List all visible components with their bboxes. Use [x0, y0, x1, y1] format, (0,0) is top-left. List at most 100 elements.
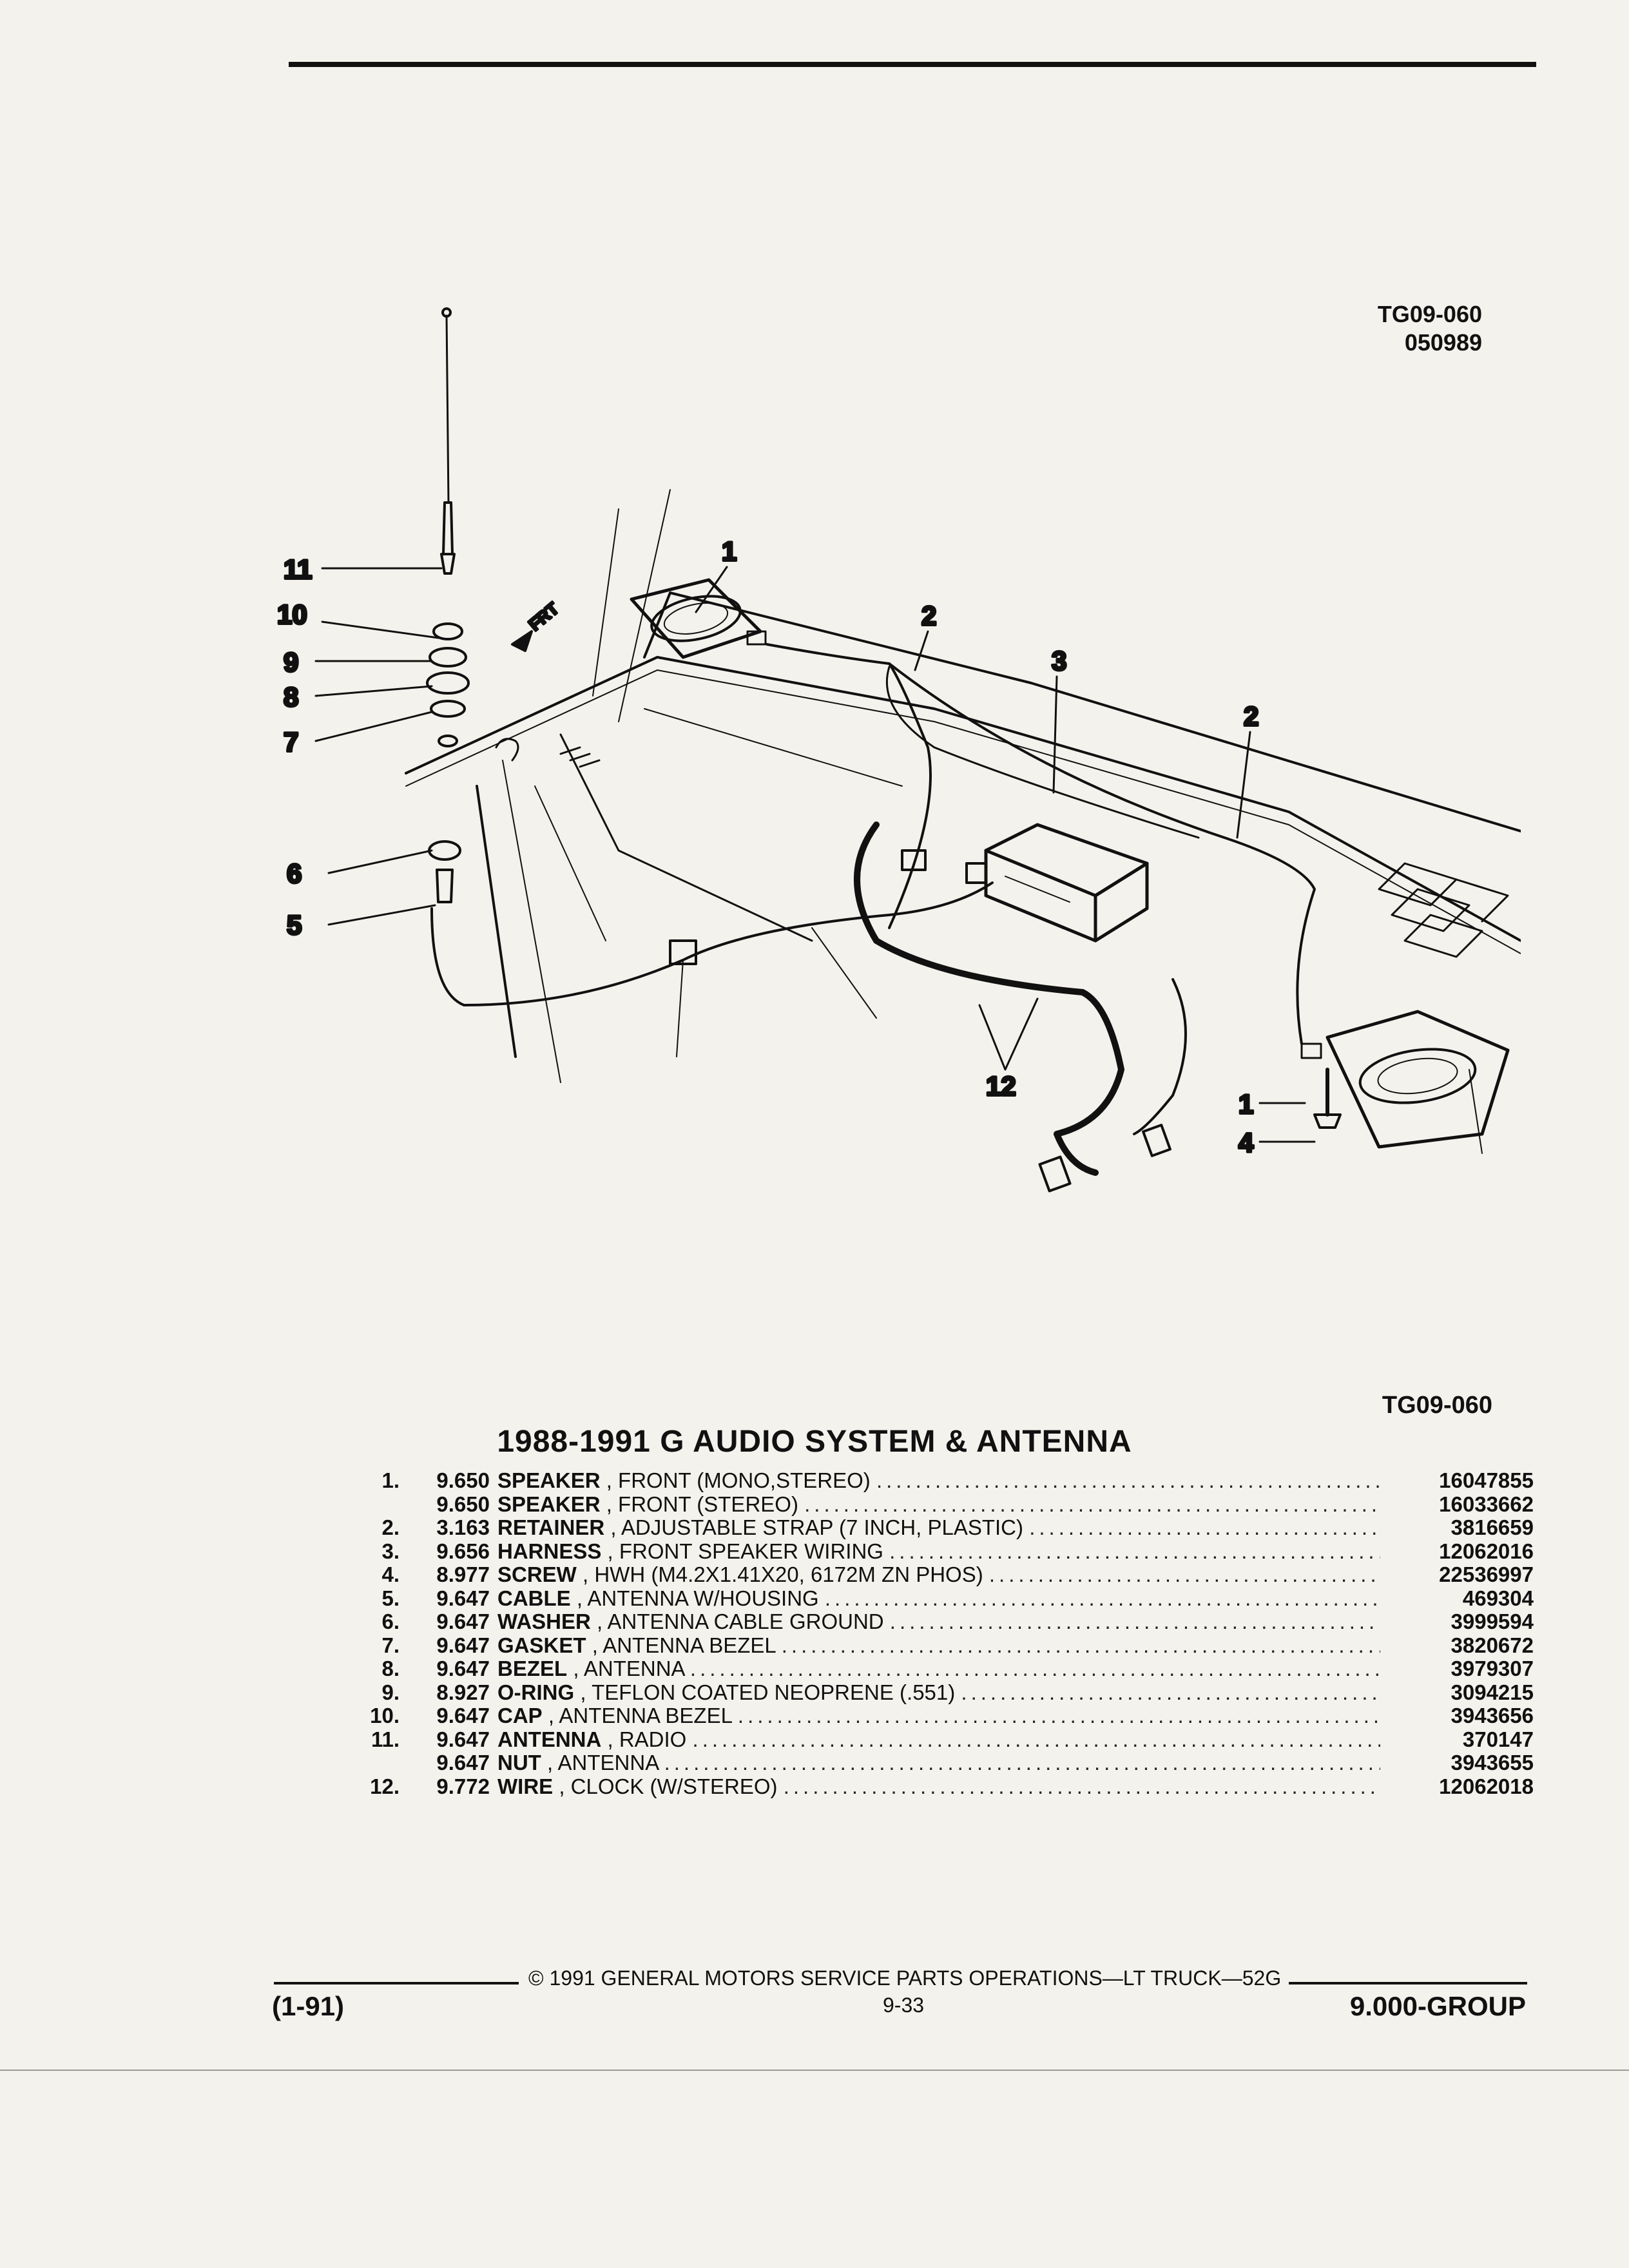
item-number: 12. — [370, 1774, 400, 1798]
callout-12: 12 — [986, 1071, 1016, 1101]
item-number: 3. — [381, 1539, 400, 1563]
date-code: (1-91) — [272, 1991, 345, 2021]
part-description: BEZEL , ANTENNA ........................… — [497, 1657, 1380, 1681]
part-description: RETAINER , ADJUSTABLE STRAP (7 INCH, PLA… — [497, 1516, 1380, 1540]
item-number: 9. — [381, 1680, 400, 1704]
instrument-panel — [405, 489, 1521, 1154]
group-number: 9.650 — [436, 1492, 490, 1516]
group-number: 9.647 — [436, 1657, 490, 1680]
figure-date: 050989 — [1404, 329, 1482, 356]
callout-2: 2 — [921, 601, 936, 631]
speaker-screw — [1313, 1068, 1342, 1129]
leader-dots: ........................................… — [692, 1727, 1380, 1751]
part-detail: , ADJUSTABLE STRAP (7 INCH, PLASTIC) — [610, 1516, 1024, 1539]
group-number: 9.647 — [436, 1586, 490, 1610]
part-number: 469304 — [1462, 1586, 1534, 1610]
part-detail: , ANTENNA CABLE GROUND — [597, 1610, 884, 1633]
part-name: RETAINER — [497, 1516, 605, 1539]
item-number: 4. — [381, 1562, 400, 1586]
group-number: 9.647 — [436, 1610, 490, 1633]
item-number: 11. — [371, 1727, 400, 1751]
part-detail: , FRONT (MONO,STEREO) — [606, 1469, 871, 1492]
part-detail: , ANTENNA — [573, 1657, 684, 1680]
leader-dots: ........................................… — [804, 1492, 1380, 1516]
part-number: 22536997 — [1439, 1562, 1534, 1586]
part-number: 3943655 — [1451, 1751, 1534, 1774]
item-number: 6. — [381, 1610, 400, 1633]
part-detail: , CLOCK (W/STEREO) — [559, 1774, 778, 1798]
part-detail: , RADIO — [607, 1727, 687, 1751]
part-description: SPEAKER , FRONT (STEREO) ...............… — [497, 1493, 1380, 1517]
part-description: HARNESS , FRONT SPEAKER WIRING .........… — [497, 1540, 1380, 1564]
part-name: SCREW — [497, 1563, 577, 1586]
leader-dots: ........................................… — [781, 1633, 1380, 1657]
group-number: 9.650 — [436, 1468, 490, 1492]
leader-dots: ........................................… — [1029, 1516, 1380, 1539]
group-number: 9.656 — [436, 1539, 490, 1563]
part-number: 3999594 — [1451, 1610, 1534, 1633]
antenna-assembly — [426, 307, 470, 903]
part-description: WIRE , CLOCK (W/STEREO) ................… — [497, 1775, 1380, 1799]
leader-dots: ........................................… — [876, 1469, 1380, 1492]
parts-row: 4. 8.977 SCREW , HWH (M4.2X1.41X20, 6172M … — [335, 1562, 1534, 1587]
callout-5: 5 — [287, 910, 302, 940]
page-number: 9-33 — [883, 1994, 925, 2017]
part-name: O-RING — [497, 1680, 575, 1704]
item-number: 7. — [381, 1633, 400, 1657]
part-name: SPEAKER — [497, 1469, 601, 1492]
leader-dots: ........................................… — [664, 1751, 1380, 1774]
part-detail: , FRONT SPEAKER WIRING — [607, 1539, 883, 1563]
part-name: WIRE — [497, 1774, 554, 1798]
group-number: 9.647 — [436, 1633, 490, 1657]
leader-lines — [314, 566, 1316, 1143]
group-number: 9.647 — [436, 1751, 490, 1774]
leader-dots: ........................................… — [961, 1680, 1380, 1704]
part-detail: , ANTENNA BEZEL — [548, 1704, 732, 1727]
group-number: 8.977 — [436, 1562, 490, 1586]
part-number: 16047855 — [1439, 1468, 1534, 1492]
item-number: 2. — [381, 1515, 400, 1539]
leader-dots: ........................................… — [689, 1657, 1380, 1680]
part-number: 370147 — [1462, 1727, 1534, 1751]
top-rule — [289, 62, 1536, 67]
front-label: FRT — [525, 599, 563, 635]
footer-rule-left — [274, 1982, 519, 1984]
part-number: 3816659 — [1451, 1515, 1534, 1539]
part-description: SPEAKER , FRONT (MONO,STEREO) ..........… — [497, 1469, 1380, 1493]
part-description: CAP , ANTENNA BEZEL ....................… — [497, 1704, 1380, 1728]
group-number: 9.647 — [436, 1704, 490, 1727]
figure-code: TG09-060 — [1377, 301, 1482, 327]
callout-8: 8 — [284, 682, 298, 712]
part-name: WASHER — [497, 1610, 591, 1633]
part-name: GASKET — [497, 1633, 586, 1657]
callout-11: 11 — [284, 554, 312, 584]
figure-reference: TG09-060 — [1382, 1392, 1492, 1419]
part-number: 3943656 — [1451, 1704, 1534, 1727]
part-detail: , ANTENNA W/HOUSING — [576, 1586, 819, 1610]
leader-dots: ........................................… — [988, 1563, 1380, 1586]
exploded-view-diagram: FRT 1 2 3 2 11 10 9 8 7 6 5 12 1 4 — [276, 307, 1521, 1193]
group-number: 9.772 — [436, 1774, 490, 1798]
group-number: 8.927 — [436, 1680, 490, 1704]
speaker-harness — [766, 643, 1316, 1045]
part-number: 12062018 — [1439, 1774, 1534, 1798]
part-name: NUT — [497, 1751, 541, 1774]
part-name: SPEAKER — [497, 1492, 601, 1516]
callout-6: 6 — [287, 858, 302, 889]
part-detail: , TEFLON COATED NEOPRENE (.551) — [580, 1680, 956, 1704]
part-name: ANTENNA — [497, 1727, 602, 1751]
part-detail: , ANTENNA BEZEL — [592, 1633, 776, 1657]
part-description: CABLE , ANTENNA W/HOUSING ..............… — [497, 1587, 1380, 1611]
footer-rule-right — [1289, 1982, 1527, 1984]
part-number: 3094215 — [1451, 1680, 1534, 1704]
front-arrow-icon — [511, 630, 533, 652]
part-detail: , HWH (M4.2X1.41X20, 6172M ZN PHOS) — [583, 1563, 983, 1586]
right-speaker — [1300, 1010, 1510, 1149]
